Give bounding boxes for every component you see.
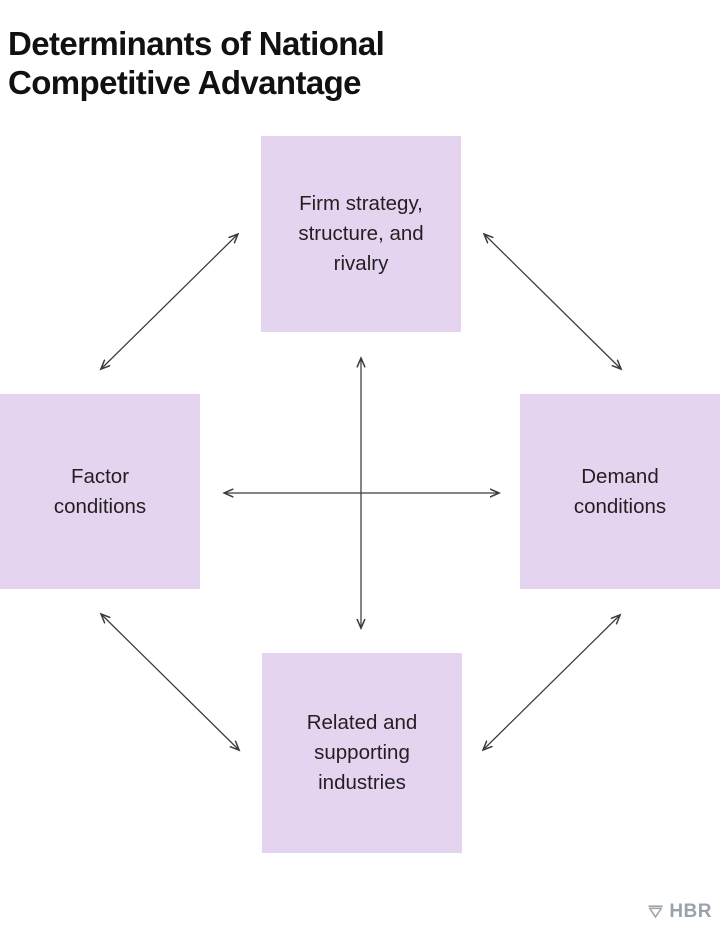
box-factor-conditions: Factor conditions: [0, 394, 200, 589]
box-demand-conditions-label: Demand conditions: [573, 464, 667, 518]
hbr-funnel-icon: [648, 905, 663, 919]
page-title: Determinants of National Competitive Adv…: [8, 25, 385, 102]
box-related-supporting-industries-label: Related and supporting industries: [306, 711, 418, 794]
connector-diagonal-bottom-right: [483, 615, 620, 750]
box-factor-conditions-label: Factor conditions: [53, 464, 147, 518]
box-demand-conditions: Demand conditions: [520, 394, 720, 589]
connector-diagonal-top-right: [484, 234, 621, 369]
hbr-wordmark: HBR: [669, 901, 712, 922]
connector-diagonal-top-left: [101, 234, 238, 369]
hbr-logo: HBR: [647, 902, 712, 921]
box-firm-strategy-label: Firm strategy, structure, and rivalry: [298, 192, 424, 275]
box-firm-strategy: Firm strategy, structure, and rivalry: [261, 136, 461, 332]
connector-diagonal-bottom-left: [101, 614, 239, 750]
box-related-supporting-industries: Related and supporting industries: [262, 653, 462, 853]
